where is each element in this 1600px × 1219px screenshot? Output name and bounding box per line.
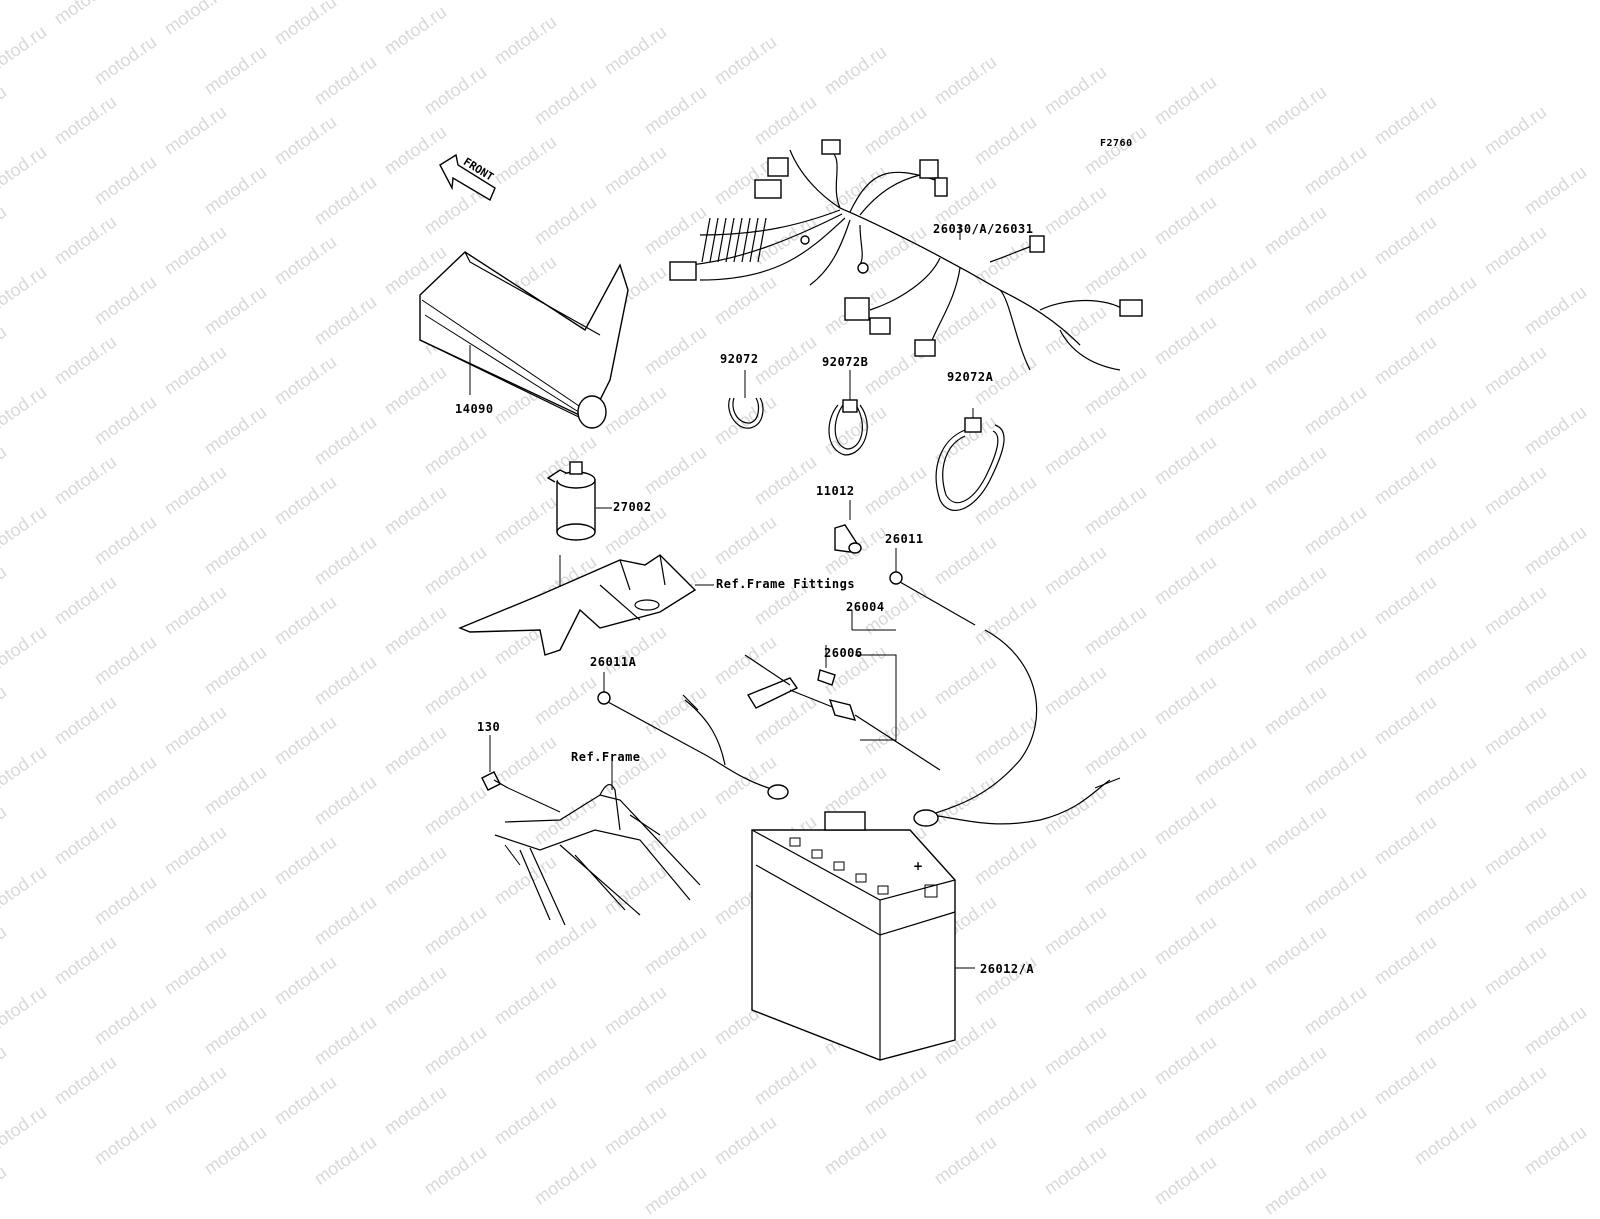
clamp-92072-drawing: [728, 370, 764, 429]
relay-27002-drawing: [546, 461, 612, 600]
figure-code: F2760: [1100, 138, 1133, 149]
front-arrow-icon: FRONT: [439, 153, 496, 202]
battery-plus-mark: +: [913, 859, 923, 873]
part-label-26030: 26030/A/26031: [933, 222, 1034, 236]
cover-14090-drawing: [419, 251, 629, 429]
part-label-92072B: 92072B: [822, 355, 869, 369]
clamp-92072B-drawing: [828, 370, 868, 456]
part-label-11012: 11012: [816, 484, 855, 498]
part-label-26004: 26004: [846, 600, 885, 614]
part-label-26012: 26012/A: [980, 962, 1035, 976]
ref-frame-label: Ref.Frame: [571, 750, 641, 764]
part-label-26011: 26011: [885, 532, 924, 546]
clamp-92072A-drawing: [935, 408, 1005, 511]
part-label-92072A: 92072A: [947, 370, 994, 384]
bracket-drawing: [458, 554, 714, 656]
part-label-26011A: 26011A: [590, 655, 637, 669]
fuse-holder-26004-drawing: [744, 610, 941, 771]
part-label-130: 130: [477, 720, 501, 734]
cap-11012-drawing: [834, 500, 862, 554]
wiring-harness-drawing: [669, 139, 1143, 371]
part-label-27002: 27002: [613, 500, 652, 514]
part-label-92072: 92072: [720, 352, 759, 366]
cable-26011A-drawing: [597, 672, 789, 800]
part-label-26006: 26006: [824, 646, 863, 660]
bolt-130-drawing: [481, 735, 561, 813]
cable-26011-drawing: [889, 548, 1121, 827]
ref-frame-fittings-label: Ref.Frame Fittings: [716, 577, 856, 591]
part-label-14090: 14090: [455, 402, 494, 416]
battery-26012-drawing: +: [751, 811, 975, 1061]
frame-drawing: [494, 760, 701, 926]
